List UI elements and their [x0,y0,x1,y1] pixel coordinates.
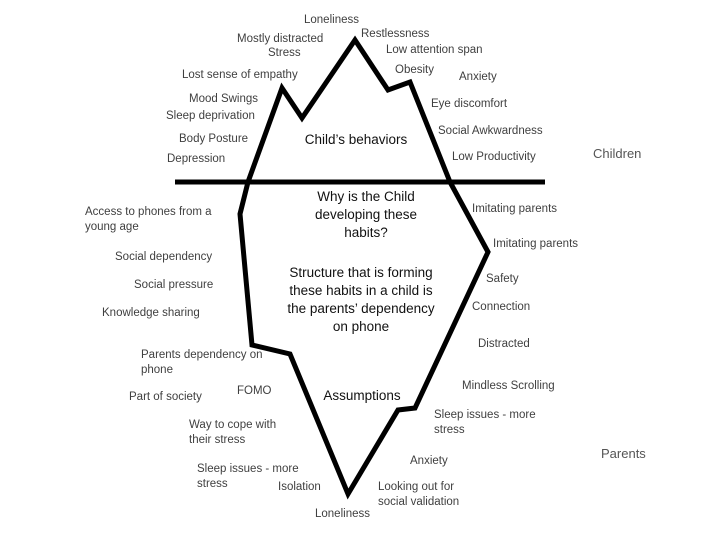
iceberg-body-outline [237,180,491,500]
factor-label: Access to phones from a young age [85,206,212,233]
factor-label: Imitating parents [493,238,579,250]
factor-label-loneliness: Loneliness [315,508,370,520]
group-label-parents: Parents [601,446,646,461]
factor-label: Sleep issues - more stress [434,409,536,436]
behavior-label: Eye discomfort [431,98,508,110]
question-text: Why is the Child developing these habits… [314,189,418,240]
factor-label: Mindless Scrolling [462,380,555,392]
behavior-label: Sleep deprivation [166,110,255,122]
tip-title: Child’s behaviors [304,132,408,147]
behavior-label: Low attention span [386,44,483,56]
behavior-label: Obesity [395,64,434,76]
factor-label: Imitating parents [472,203,558,215]
factor-label: Knowledge sharing [102,307,200,319]
factor-label: Anxiety [410,455,448,467]
behavior-label: Low Productivity [452,151,536,163]
iceberg-tip-outline [245,35,453,183]
factor-label: Connection [472,301,531,313]
factor-label: Way to cope with their stress [189,419,277,446]
factor-label: Part of society [129,391,202,403]
structure-text: Structure that is forming these habits i… [287,265,435,334]
factor-label: Social dependency [115,251,213,263]
behavior-label: Social Awkwardness [438,125,543,137]
factor-label: Safety [486,273,519,285]
assumptions-title: Assumptions [323,388,401,403]
behavior-label: Mood Swings [189,93,259,105]
factor-label: Looking out for social validation [378,481,460,508]
behavior-label: Restlessness [361,28,430,40]
behavior-label: Depression [167,153,226,165]
group-label-children: Children [593,146,642,161]
factor-label: Social pressure [134,279,214,291]
behavior-label: Stress [268,47,301,59]
behavior-label: Anxiety [459,71,497,83]
behavior-label: Body Posture [179,133,249,145]
factor-label: Sleep issues - more stress [197,463,299,490]
factor-label: Distracted [478,338,530,350]
factor-label: FOMO [237,385,272,397]
behavior-label: Mostly distracted [237,33,324,45]
factor-label: Parents dependency on phone [141,349,263,376]
factor-label: Isolation [278,481,321,493]
behavior-label-loneliness: Loneliness [304,14,359,26]
behavior-label: Lost sense of empathy [182,69,298,81]
